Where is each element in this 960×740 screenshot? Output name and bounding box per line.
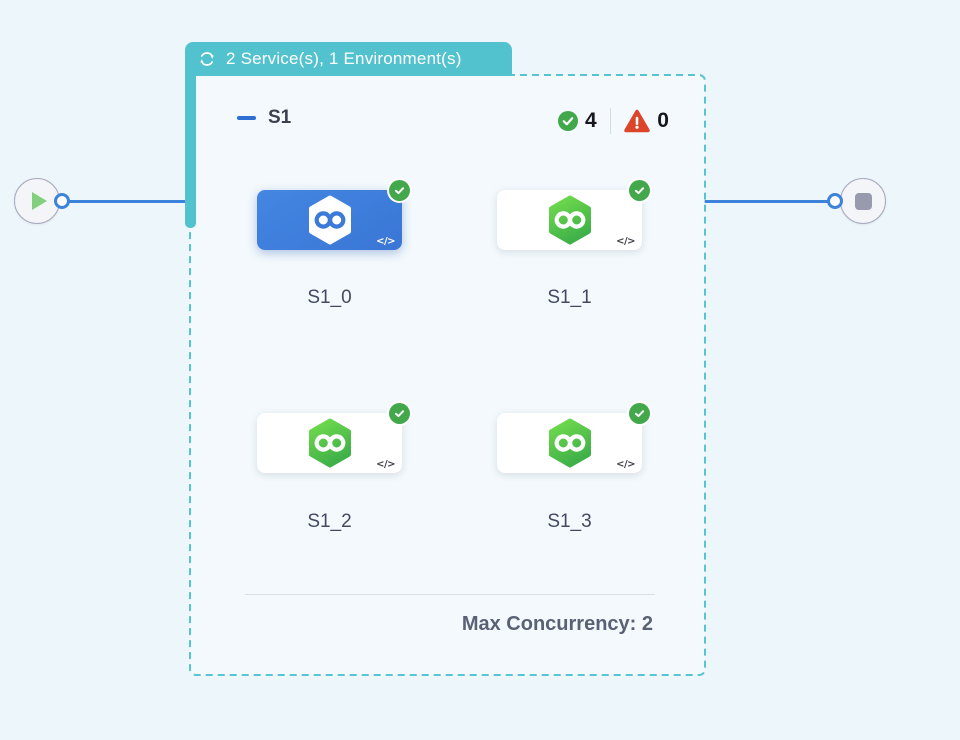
collapse-stage-icon[interactable]	[237, 116, 256, 120]
end-node[interactable]	[840, 178, 886, 224]
success-check-icon	[629, 180, 650, 201]
stage-summary-badge[interactable]: 2 Service(s), 1 Environment(s)	[185, 42, 512, 76]
play-icon	[31, 192, 47, 210]
success-count: 4	[585, 109, 597, 132]
success-check-icon	[389, 180, 410, 201]
service-card-label: S1_0	[307, 287, 352, 308]
harness-service-icon	[307, 195, 353, 250]
max-concurrency-label: Max Concurrency: 2	[461, 613, 653, 635]
count-divider	[609, 108, 612, 134]
error-count-icon	[624, 109, 650, 133]
start-node-port[interactable]	[54, 193, 70, 209]
harness-service-icon	[307, 418, 353, 473]
service-card-s1-2[interactable]: </>	[257, 403, 410, 473]
success-check-icon	[389, 403, 410, 424]
end-node-port[interactable]	[827, 193, 843, 209]
footer-divider	[245, 594, 655, 595]
stage-group-border[interactable]	[189, 74, 706, 677]
service-card-s1-3[interactable]: </>	[497, 403, 650, 473]
stage-name: S1	[268, 107, 292, 128]
harness-service-icon	[547, 195, 593, 250]
service-card-label: S1_3	[547, 511, 592, 532]
harness-service-icon	[547, 418, 593, 473]
service-card-label: S1_1	[547, 287, 592, 308]
success-count-icon	[558, 111, 578, 131]
service-card-s1-1[interactable]: </>	[497, 180, 650, 250]
error-count: 0	[657, 109, 669, 132]
stop-icon	[854, 192, 872, 210]
code-icon: </>	[616, 459, 635, 470]
stage-summary-label: 2 Service(s), 1 Environment(s)	[226, 49, 462, 68]
code-icon: </>	[616, 236, 635, 247]
code-icon: </>	[376, 236, 395, 247]
service-card-label: S1_2	[307, 511, 352, 532]
start-node[interactable]	[14, 178, 60, 224]
success-check-icon	[629, 403, 650, 424]
stage-status-counts: 4 0	[558, 105, 669, 137]
edge-start-to-stage	[62, 200, 190, 203]
edge-stage-to-end	[704, 200, 831, 203]
looping-strategy-icon	[200, 52, 214, 66]
stage-group-accent-bar	[185, 74, 196, 228]
code-icon: </>	[376, 459, 395, 470]
service-card-s1-0[interactable]: </>	[257, 180, 410, 250]
